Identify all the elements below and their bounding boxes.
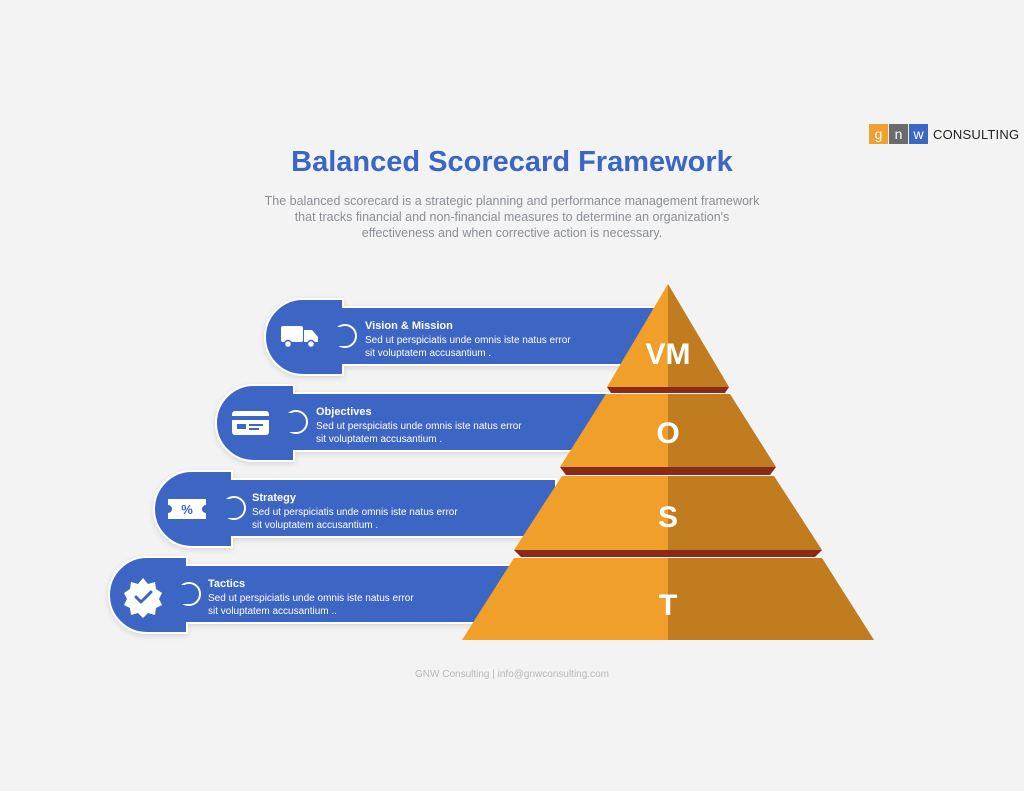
card-shape: [215, 384, 619, 462]
truck-icon: [281, 326, 318, 349]
level-body-line2: sit voluptatem accusantium .: [252, 520, 378, 531]
level-title: Vision & Mission: [365, 320, 453, 332]
level-body-line1: Sed ut perspiciatis unde omnis iste natu…: [208, 593, 414, 604]
footer-contact: GNW Consulting | info@gnwconsulting.com: [415, 669, 609, 680]
level-tactics: Tactics Sed ut perspiciatis unde omnis i…: [108, 556, 512, 634]
brand-letter-g: g: [869, 124, 888, 144]
level-strategy: % Strategy Sed ut perspiciatis unde omni…: [153, 470, 557, 548]
level-body-line2: sit voluptatem accusantium .: [316, 434, 442, 445]
card-shape: [264, 298, 668, 376]
pyramid-letter: T: [659, 589, 677, 622]
pyramid-tier-strategy: S: [514, 476, 822, 557]
pyramid-tier-vision: VM: [607, 284, 729, 393]
brand-word: CONSULTING: [933, 126, 1020, 142]
verified-badge-icon: [124, 578, 162, 618]
level-objectives: Objectives Sed ut perspiciatis unde omni…: [215, 384, 619, 462]
level-body-line2: sit voluptatem accusantium ..: [208, 606, 337, 617]
svg-text:%: %: [181, 502, 193, 517]
page-title: Balanced Scorecard Framework: [291, 146, 733, 178]
level-body-line2: sit voluptatem accusantium .: [365, 348, 491, 359]
pyramid-tier-tactics: T: [462, 558, 874, 640]
level-title: Objectives: [316, 406, 372, 418]
discount-ticket-icon: %: [168, 499, 206, 519]
pyramid-letter: VM: [646, 338, 691, 371]
level-body-line1: Sed ut perspiciatis unde omnis iste natu…: [365, 335, 571, 346]
pyramid-letter: S: [658, 501, 678, 534]
brand-letter-n: n: [889, 124, 908, 144]
brand-letter-w: w: [909, 124, 928, 144]
level-title: Tactics: [208, 578, 245, 590]
card-shape: [108, 556, 512, 634]
page-description: The balanced scorecard is a strategic pl…: [264, 194, 760, 240]
level-body-line1: Sed ut perspiciatis unde omnis iste natu…: [316, 421, 522, 432]
level-body-line1: Sed ut perspiciatis unde omnis iste natu…: [252, 507, 458, 518]
card-shape: [153, 470, 557, 548]
pyramid-tier-objectives: O: [560, 394, 776, 475]
pyramid-letter: O: [656, 417, 679, 450]
brand-logo: g n w CONSULTING: [869, 124, 1019, 144]
pyramid: VM O S T: [462, 284, 874, 640]
credit-card-icon: [232, 411, 269, 435]
level-title: Strategy: [252, 492, 297, 504]
level-vision-mission: Vision & Mission Sed ut perspiciatis und…: [264, 298, 668, 376]
